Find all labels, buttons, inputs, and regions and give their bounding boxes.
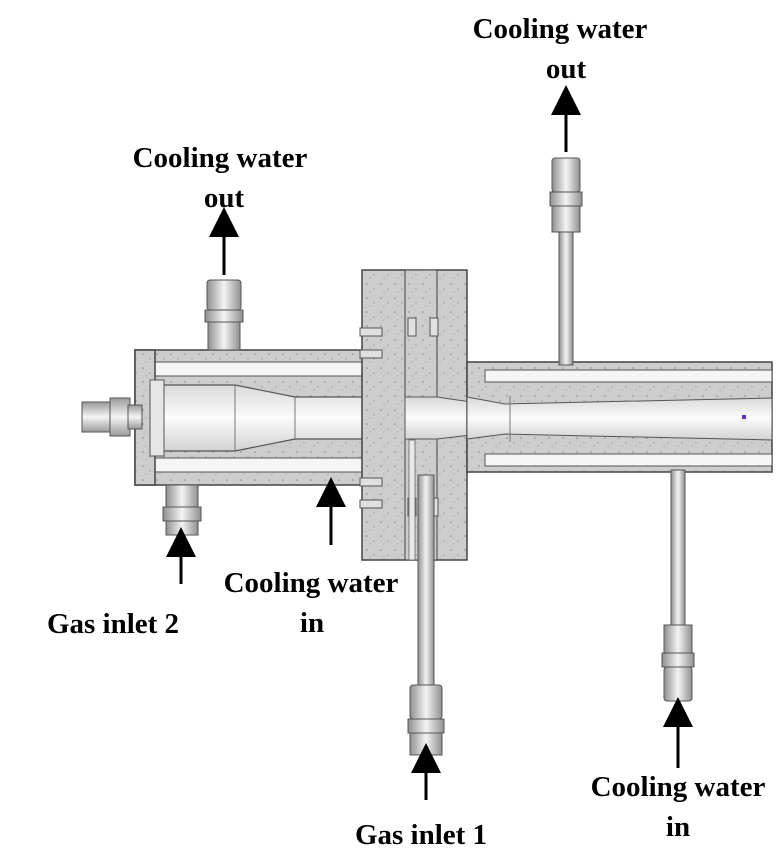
- arrows: [166, 85, 693, 800]
- label-cw-out-top-1: Cooling water: [473, 13, 648, 45]
- label-cw-in-right-1: Cooling water: [591, 771, 766, 803]
- left-bottom-fitting: [162, 484, 202, 536]
- left-top-fitting: [204, 279, 244, 351]
- label-cw-out-top-2: out: [546, 53, 587, 85]
- label-cw-in-mid-2: in: [300, 607, 324, 639]
- label-cw-in-right-2: in: [666, 811, 690, 843]
- label-cw-in-mid-1: Cooling water: [224, 567, 399, 599]
- label-cw-out-left-2: out: [204, 182, 245, 214]
- right-tube-section: [466, 361, 773, 473]
- label-gas-inlet-1: Gas inlet 1: [355, 819, 487, 851]
- label-gas-inlet-2: Gas inlet 2: [47, 608, 179, 640]
- right-bottom-pipe: [661, 469, 695, 702]
- marker-dot: [742, 415, 746, 419]
- label-cw-out-left-1: Cooling water: [133, 142, 308, 174]
- right-top-pipe: [549, 157, 583, 366]
- left-end-fitting: [81, 397, 143, 437]
- labels: Cooling water out Cooling water out Cool…: [47, 13, 766, 851]
